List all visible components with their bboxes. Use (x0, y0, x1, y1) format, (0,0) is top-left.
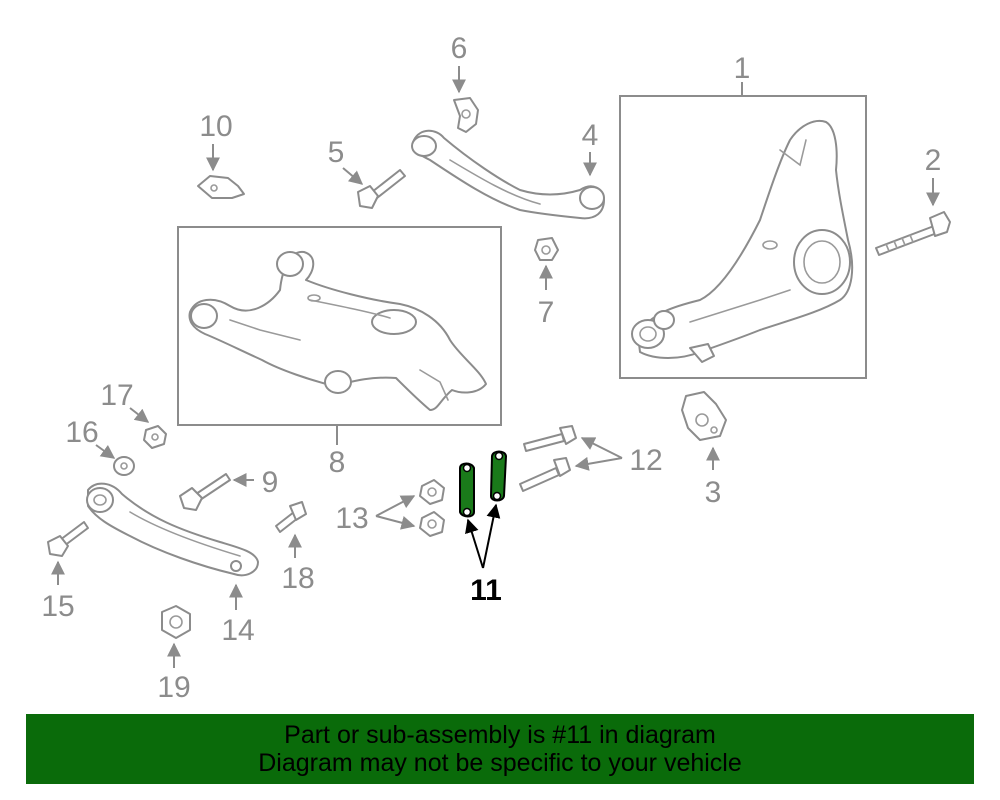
bolt-18 (275, 501, 307, 533)
callout-9-label: 9 (262, 466, 279, 499)
callout-7: 7 (538, 264, 555, 329)
callout-1: 1 (734, 52, 751, 96)
callout-13-label: 13 (335, 502, 368, 535)
bolt-15 (47, 521, 89, 557)
callout-13: 13 (335, 495, 416, 535)
callout-11-label: 11 (470, 574, 502, 607)
callout-12-label: 12 (629, 444, 662, 477)
callout-14-label: 14 (221, 614, 254, 647)
callout-3: 3 (705, 446, 722, 509)
callout-16-label: 16 (65, 416, 98, 449)
subframe-box (177, 226, 502, 426)
callout-15-label: 15 (41, 590, 74, 623)
callout-2-label: 2 (925, 144, 942, 177)
callout-2: 2 (925, 144, 942, 207)
callout-6: 6 (451, 32, 468, 94)
bolt-9 (179, 473, 231, 511)
callout-8-label: 8 (329, 446, 346, 479)
callout-9: 9 (232, 466, 279, 499)
callout-3-label: 3 (705, 476, 722, 509)
upper-arm-4 (411, 129, 605, 220)
callout-5-label: 5 (328, 136, 345, 169)
callout-11: 11 (465, 503, 502, 607)
callout-6-label: 6 (451, 32, 468, 65)
callout-19-label: 19 (157, 671, 190, 704)
lower-arm-14 (86, 482, 259, 577)
knuckle-part (631, 120, 854, 363)
callout-7-label: 7 (538, 296, 555, 329)
callout-10: 10 (199, 110, 233, 172)
callout-18: 18 (281, 533, 315, 595)
callout-14: 14 (221, 583, 255, 647)
callout-10-label: 10 (199, 110, 232, 143)
callout-15: 15 (41, 560, 75, 623)
clip-10 (197, 175, 245, 199)
callout-4-label: 4 (582, 119, 599, 152)
info-banner: Part or sub-assembly is #11 in diagram D… (26, 714, 974, 784)
callout-16: 16 (65, 416, 116, 459)
callout-12: 12 (574, 437, 663, 477)
nut-19 (161, 605, 191, 639)
washer-16 (113, 456, 135, 476)
bolt-2 (875, 211, 951, 256)
callout-1-label: 1 (734, 52, 751, 85)
callout-4: 4 (582, 119, 599, 177)
callout-19: 19 (157, 642, 191, 704)
callout-17-label: 17 (100, 379, 133, 412)
bolt-12 (519, 425, 577, 492)
callout-8: 8 (329, 425, 346, 479)
link-11 (459, 450, 508, 518)
banner-line-2: Diagram may not be specific to your vehi… (258, 749, 742, 777)
bolt-5 (357, 169, 406, 209)
bracket-3 (681, 391, 727, 441)
callout-5: 5 (328, 136, 364, 185)
nut-7 (534, 237, 559, 261)
clip-6 (453, 97, 479, 133)
nut-13 (419, 479, 445, 537)
callout-17: 17 (100, 379, 150, 423)
nut-17 (143, 425, 167, 449)
callout-18-label: 18 (281, 562, 314, 595)
banner-line-1: Part or sub-assembly is #11 in diagram (284, 721, 716, 749)
subframe-8 (188, 250, 487, 411)
